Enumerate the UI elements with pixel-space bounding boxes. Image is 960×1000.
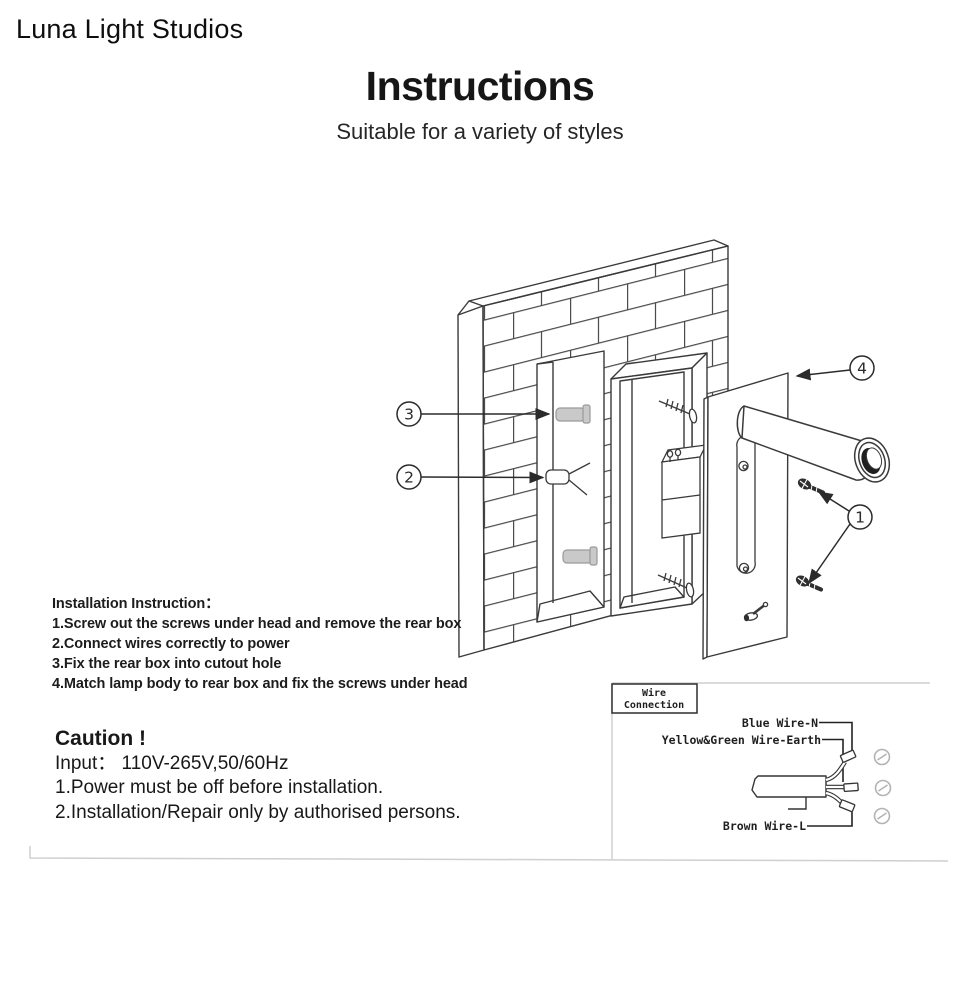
page-title: Instructions <box>365 63 595 109</box>
ferrule-earth <box>843 782 859 793</box>
wire-connection-diagram: Wire Connection Blue Wire-N Yellow&Green… <box>611 683 892 833</box>
wall-cutout <box>536 350 605 623</box>
cable-and-cores <box>751 749 859 813</box>
installation-instructions: Installation Instruction： 1.Screw out th… <box>52 594 468 694</box>
caution-heading: Caution ! <box>55 727 146 750</box>
fixing-screw-bottom <box>795 575 824 592</box>
installation-step: 2.Connect wires correctly to power <box>52 636 290 652</box>
page-subtitle: Suitable for a variety of styles <box>336 119 624 144</box>
terminal-block <box>660 444 708 539</box>
installation-step: 4.Match lamp body to rear box and fix th… <box>52 676 468 692</box>
reading-light-barrel <box>736 405 891 483</box>
fixing-screw-top <box>797 478 826 495</box>
ferrule-live <box>838 799 856 813</box>
terminal-screw-symbols <box>873 748 892 825</box>
callout-wire: 2 <box>396 464 545 490</box>
brand-name: Luna Light Studios <box>16 14 244 44</box>
callout-wire-number: 2 <box>404 469 414 487</box>
caution-item: 1.Power must be off before installation. <box>55 777 384 798</box>
callout-lamp-body-number: 4 <box>857 360 867 378</box>
callout-lamp-body: 4 <box>795 355 875 381</box>
ferrule-neutral <box>839 749 857 763</box>
wire-connection-box-label-1: Wire <box>642 687 666 699</box>
wire-connection-box-label-2: Connection <box>624 699 684 711</box>
caution-item: 2.Installation/Repair only by authorised… <box>55 801 461 823</box>
neutral-wire-label: Blue Wire-N <box>742 716 818 730</box>
rear-box-screw-bottom <box>657 572 695 598</box>
earth-wire-label: Yellow&Green Wire-Earth <box>662 733 821 747</box>
callout-screws: 1 <box>808 491 873 585</box>
caution-input-line: Input： 110V-265V,50/60Hz <box>55 752 289 774</box>
callout-anchor: 3 <box>396 401 551 427</box>
installation-step: 3.Fix the rear box into cutout hole <box>52 656 282 672</box>
callout-screws-number: 1 <box>855 509 865 527</box>
callout-anchor-number: 3 <box>404 406 414 424</box>
wire-connection-box <box>611 683 698 714</box>
installation-heading: Installation Instruction： <box>52 596 220 612</box>
live-wire-label: Brown Wire-L <box>723 819 806 833</box>
toggle-switch <box>743 601 769 622</box>
caution-block: Caution ! Input： 110V-265V,50/60Hz 1.Pow… <box>55 727 461 825</box>
installation-step: 1.Screw out the screws under head and re… <box>52 616 462 632</box>
wall-anchor-top <box>555 404 591 424</box>
supply-wire <box>545 462 591 496</box>
rear-box-screw-top <box>658 398 698 424</box>
faceplate-slot <box>736 435 756 574</box>
wall-anchor-bottom <box>562 546 598 566</box>
cable-sheath <box>751 775 827 798</box>
